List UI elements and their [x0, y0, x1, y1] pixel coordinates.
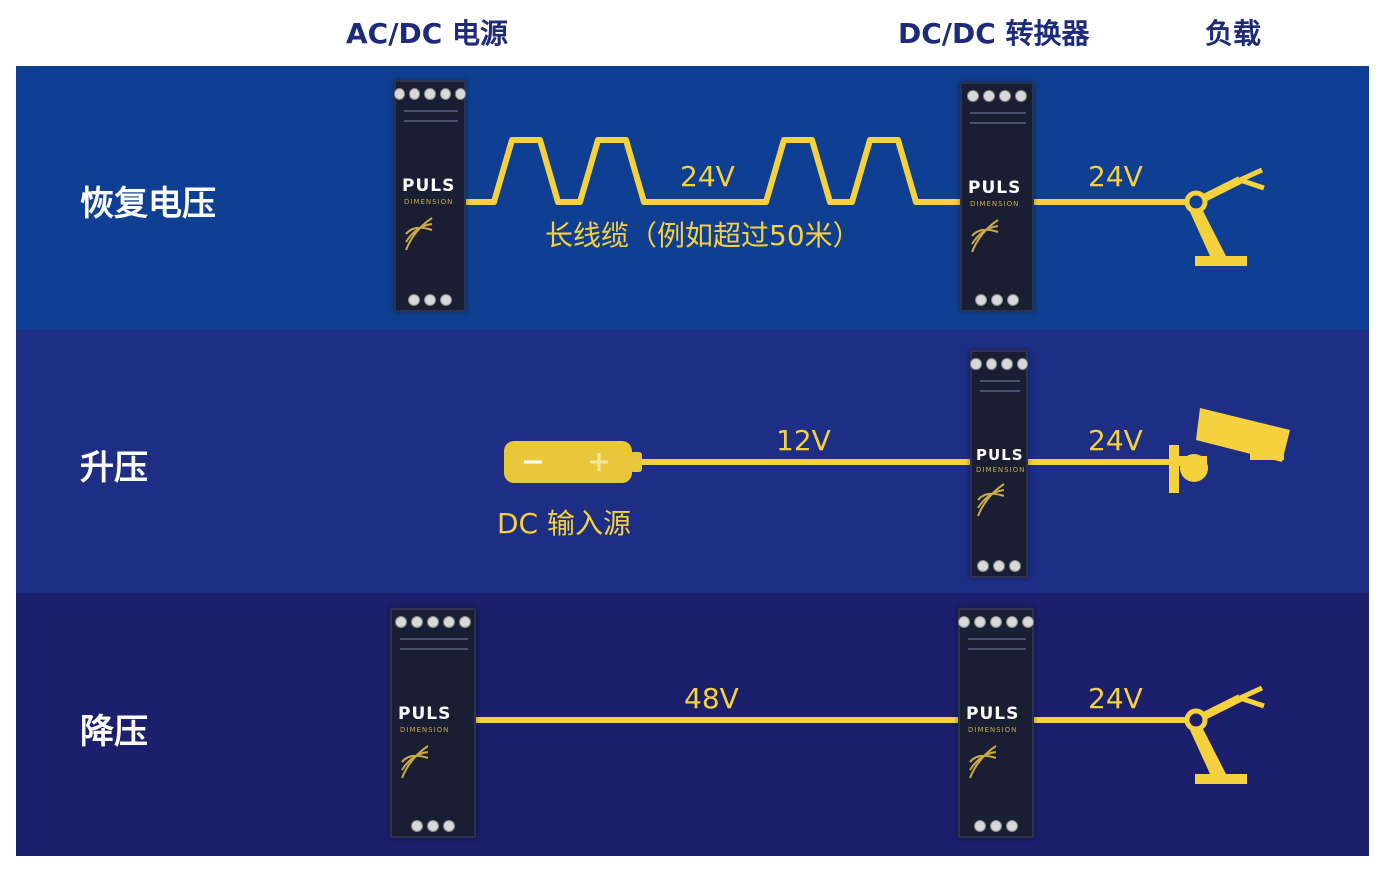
- band-voltage-recovery: [16, 66, 1369, 330]
- battery-icon: [504, 441, 642, 483]
- row3-line-voltage: 48V: [684, 682, 739, 715]
- device-brand: PULS: [976, 446, 1024, 464]
- device-subbrand: DIMENSION: [970, 200, 1020, 208]
- acdc-power-supply-row3: PULS DIMENSION: [390, 608, 476, 838]
- robot-arm-icon: [1184, 685, 1265, 784]
- row1-line-voltage: 24V: [680, 160, 735, 193]
- row-label-buck: 降压: [80, 712, 148, 752]
- device-subbrand: DIMENSION: [400, 726, 450, 734]
- dcdc-converter-row3: PULS DIMENSION: [958, 608, 1034, 838]
- device-subbrand: DIMENSION: [968, 726, 1018, 734]
- security-camera-icon: [1169, 408, 1290, 493]
- device-brand: PULS: [968, 178, 1022, 198]
- header-dcdc-converter: DC/DC 转换器: [898, 17, 1090, 50]
- band-buck: [16, 593, 1369, 856]
- device-subbrand: DIMENSION: [976, 466, 1026, 474]
- row2-source-note: DC 输入源: [497, 507, 632, 540]
- robot-arm-icon: [1184, 167, 1265, 266]
- device-subbrand: DIMENSION: [404, 198, 454, 206]
- row-label-voltage-recovery: 恢复电压: [80, 184, 216, 224]
- acdc-power-supply-row1: PULS DIMENSION: [394, 80, 467, 312]
- device-brand: PULS: [398, 704, 452, 724]
- device-brand: PULS: [402, 176, 456, 196]
- row2-line-voltage: 12V: [776, 424, 831, 457]
- row1-long-cable-wire: [466, 137, 960, 205]
- row2-output-voltage: 24V: [1088, 424, 1143, 457]
- row1-cable-note: 长线缆（例如超过50米）: [545, 219, 861, 252]
- dcdc-converter-row1: PULS DIMENSION: [960, 82, 1034, 312]
- header-acdc-power-supply: AC/DC 电源: [346, 17, 508, 50]
- dcdc-converter-row2: PULS DIMENSION: [970, 350, 1028, 578]
- row-label-boost: 升压: [80, 448, 148, 488]
- row3-output-voltage: 24V: [1088, 682, 1143, 715]
- device-brand: PULS: [966, 704, 1020, 724]
- header-load: 负载: [1205, 17, 1262, 50]
- row1-output-voltage: 24V: [1088, 160, 1143, 193]
